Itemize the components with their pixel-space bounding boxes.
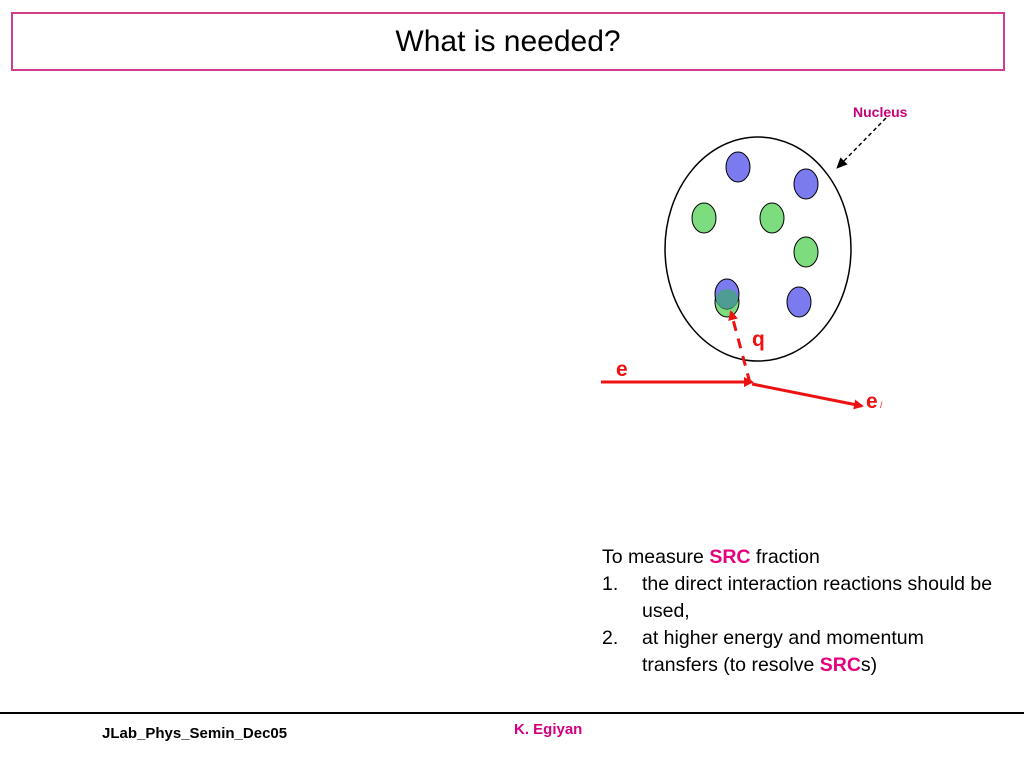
slide-title: What is needed?	[395, 24, 621, 58]
src-highlight: SRC	[819, 654, 861, 676]
proton	[793, 168, 819, 200]
list-item: 1. the direct interaction reactions shou…	[602, 571, 1002, 625]
proton	[786, 286, 812, 318]
notes-list: 1. the direct interaction reactions shou…	[602, 571, 1002, 679]
incoming-electron-label: e	[616, 358, 628, 381]
nucleus-label: Nucleus	[853, 104, 908, 120]
lead-suffix: fraction	[750, 546, 820, 568]
neutron	[793, 236, 819, 268]
virtual-photon-arrow	[728, 310, 752, 384]
notes-block: To measure SRC fraction 1. the direct in…	[602, 544, 1002, 679]
outgoing-electron-arrow	[751, 382, 864, 410]
list-text-prefix: at higher energy and momentum transfers …	[642, 627, 924, 676]
list-number: 1.	[602, 573, 619, 595]
footer-author: K. Egiyan	[514, 721, 583, 738]
list-text: the direct interaction reactions should …	[642, 573, 993, 622]
neutron	[759, 202, 785, 234]
nucleus-pointer-arrow	[836, 117, 887, 169]
outgoing-electron-label: e	[866, 390, 878, 413]
title-box: What is needed?	[11, 12, 1005, 71]
list-number: 2.	[602, 627, 619, 649]
outgoing-electron-prime: /	[880, 400, 883, 410]
notes-lead: To measure SRC fraction	[602, 544, 1002, 571]
virtual-photon-label: q	[752, 328, 765, 351]
src-highlight: SRC	[709, 546, 751, 568]
footer-left: JLab_Phys_Semin_Dec05	[102, 725, 288, 742]
list-text-suffix: s)	[860, 654, 878, 676]
neutron	[691, 202, 717, 234]
proton	[725, 151, 751, 183]
list-item: 2. at higher energy and momentum transfe…	[602, 625, 1002, 679]
lead-prefix: To measure	[602, 546, 710, 568]
footer-divider	[0, 712, 1024, 714]
src-pair-overlap	[716, 289, 738, 309]
